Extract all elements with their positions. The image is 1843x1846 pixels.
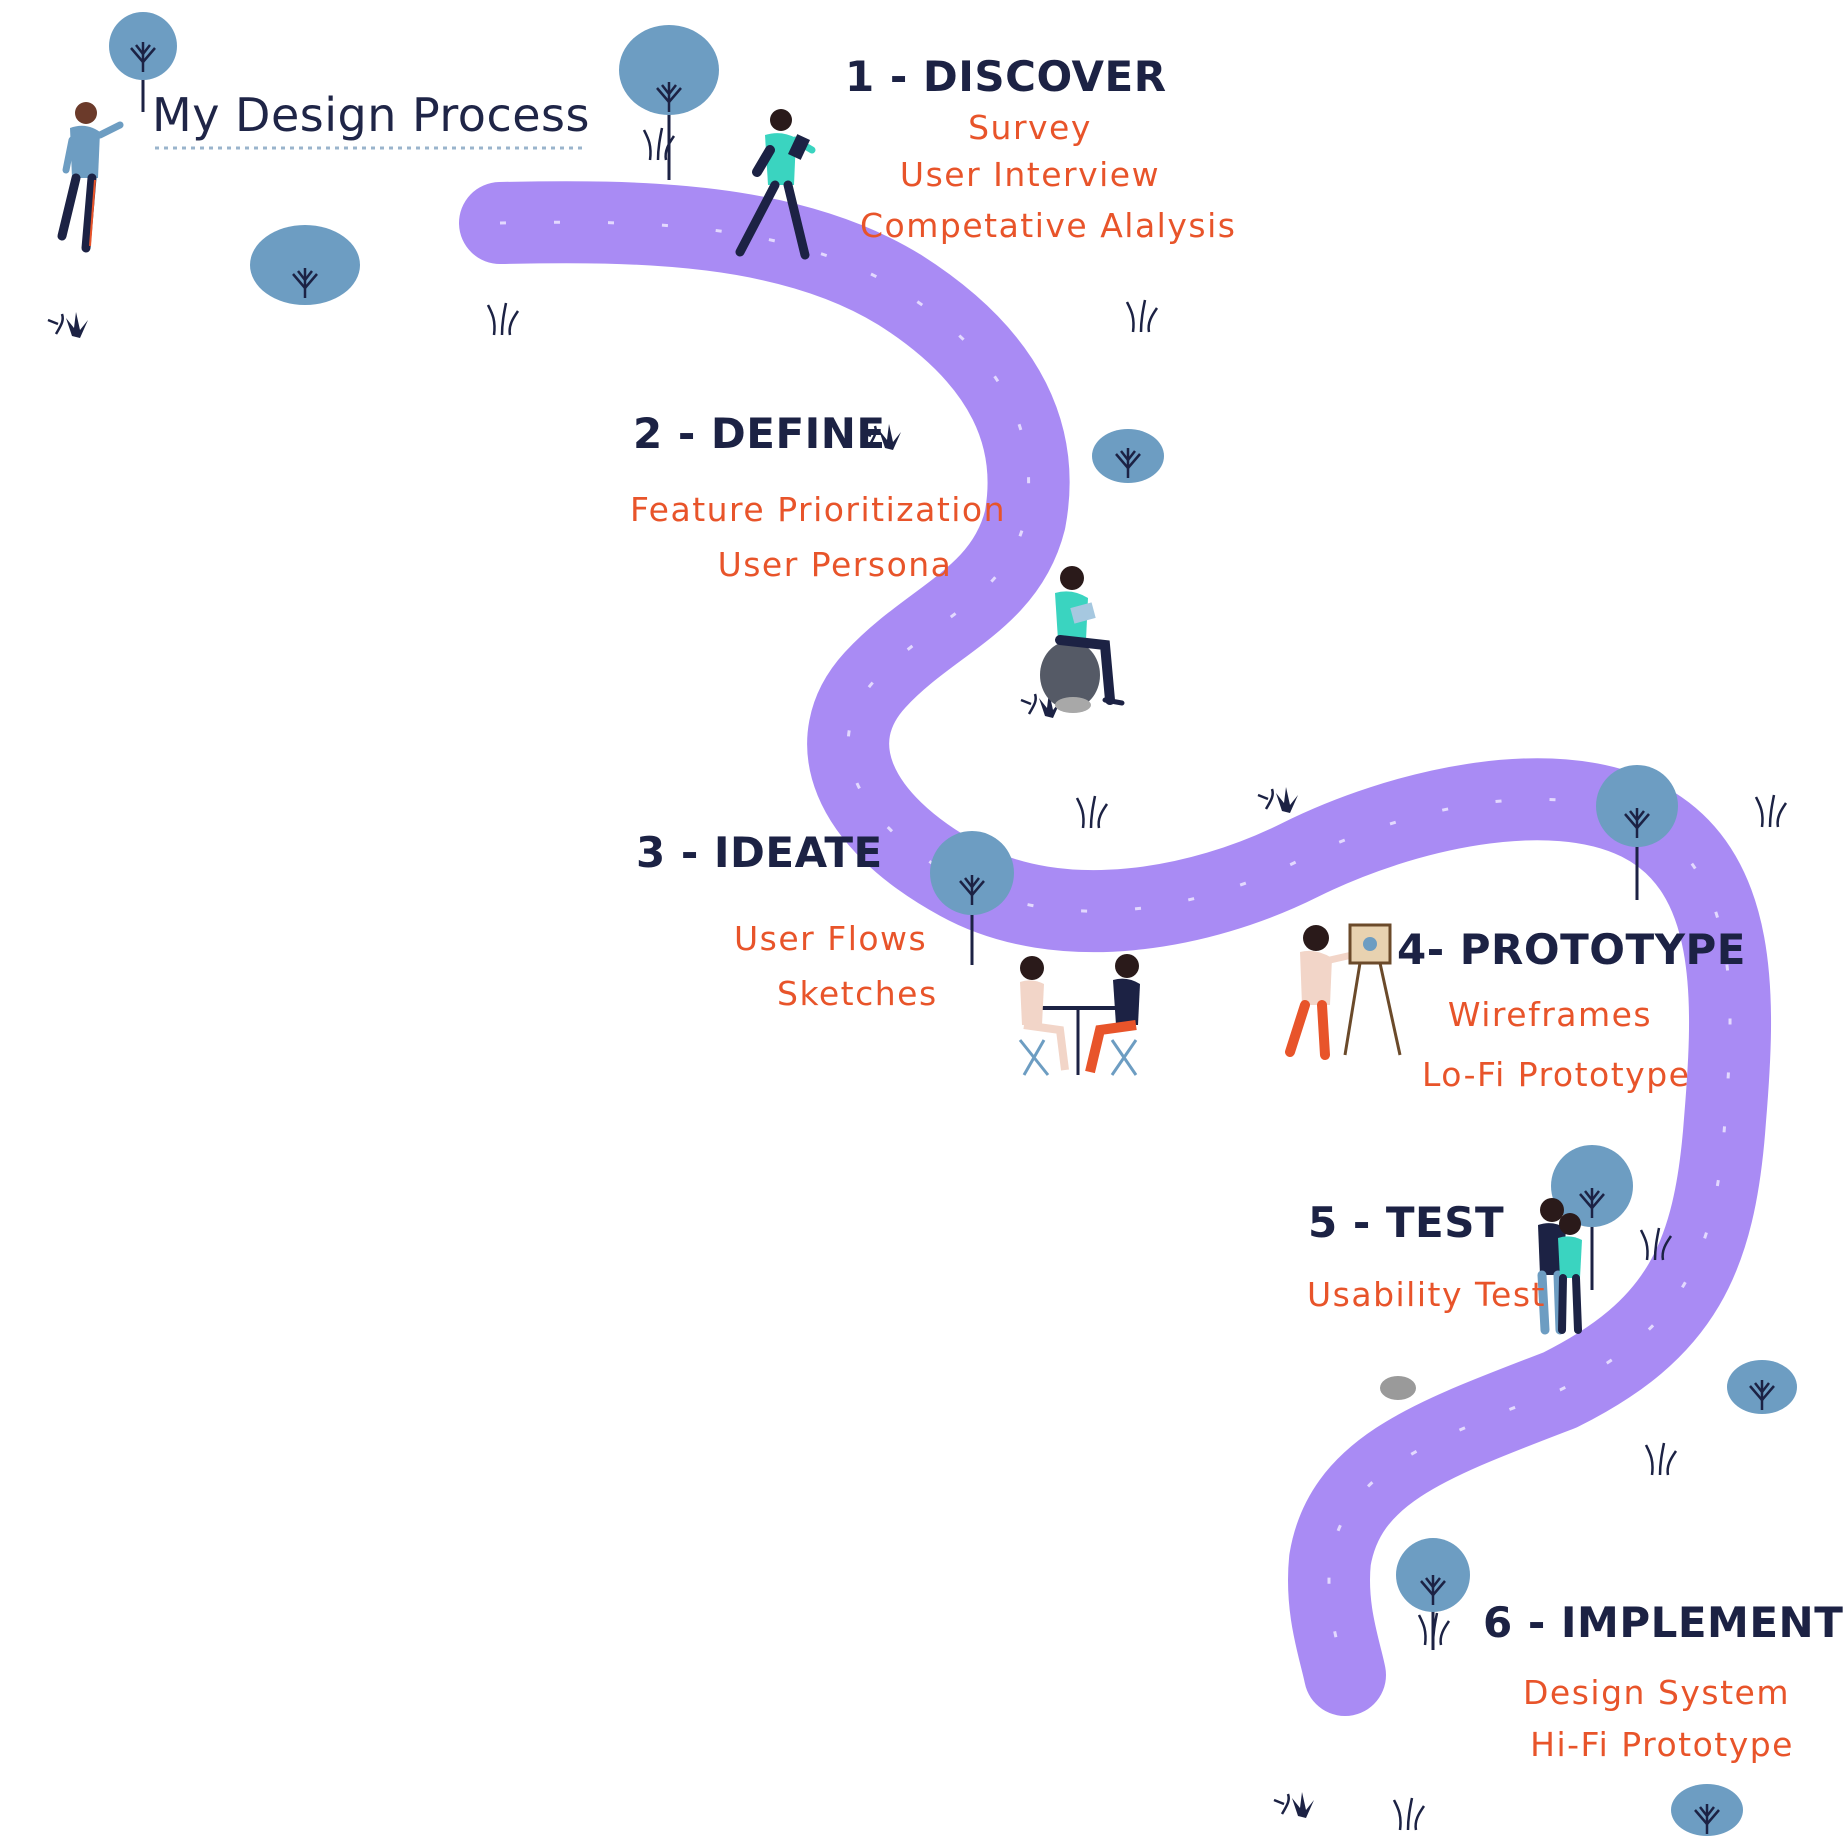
tree-icon — [1596, 765, 1678, 900]
person-icon — [735, 109, 816, 260]
grass-icon — [1256, 785, 1300, 815]
tree-icon — [619, 25, 719, 180]
grass-icon — [1272, 1790, 1316, 1820]
step-4-item: Wireframes — [1447, 995, 1653, 1034]
person-icon — [1285, 923, 1402, 1060]
tree-icon — [1671, 1784, 1743, 1836]
step-3-item: User Flows — [734, 919, 928, 958]
road-dashes — [499, 220, 1732, 1676]
step-1-item: Survey — [968, 108, 1092, 147]
tree-icon — [1551, 1145, 1633, 1290]
step-2-heading: 2 - DEFINE — [633, 409, 886, 458]
step-1-heading: 1 - DISCOVER — [845, 52, 1167, 101]
rock-icon — [1380, 1376, 1416, 1400]
tree-icon — [1092, 429, 1164, 483]
grass-icon — [1392, 1796, 1426, 1832]
grass-icon — [1125, 298, 1159, 334]
step-5-heading: 5 - TEST — [1308, 1198, 1505, 1247]
grass-icon — [1075, 794, 1109, 830]
grass-icon — [486, 301, 520, 337]
step-5-item: Usability Test — [1307, 1275, 1546, 1314]
grass-icon — [1644, 1441, 1678, 1477]
step-6-item: Hi-Fi Prototype — [1530, 1725, 1794, 1764]
step-4-heading: 4- PROTOTYPE — [1397, 925, 1746, 974]
grass-icon — [1754, 793, 1788, 829]
step-3-item: Sketches — [777, 974, 938, 1013]
person-icon — [1018, 954, 1140, 1076]
step-2-item: User Persona — [717, 545, 953, 584]
tree-icon — [930, 831, 1014, 965]
tree-icon — [1727, 1360, 1797, 1414]
step-4-item: Lo-Fi Prototype — [1422, 1055, 1691, 1094]
person-icon — [57, 102, 124, 253]
step-1-item: Competative Alalysis — [860, 206, 1237, 245]
step-2-item: Feature Prioritization — [630, 490, 1007, 529]
tree-icon — [109, 12, 177, 112]
step-1-item: User Interview — [899, 155, 1161, 194]
person-icon — [1040, 566, 1125, 713]
grass-icon — [46, 310, 90, 340]
step-6-item: Design System — [1523, 1673, 1790, 1712]
step-3-heading: 3 - IDEATE — [636, 828, 883, 877]
step-6-heading: 6 - IMPLEMENT — [1483, 1598, 1843, 1647]
tree-icon — [250, 225, 360, 305]
person-icon — [1537, 1198, 1582, 1335]
page-title: My Design Process — [152, 88, 590, 142]
